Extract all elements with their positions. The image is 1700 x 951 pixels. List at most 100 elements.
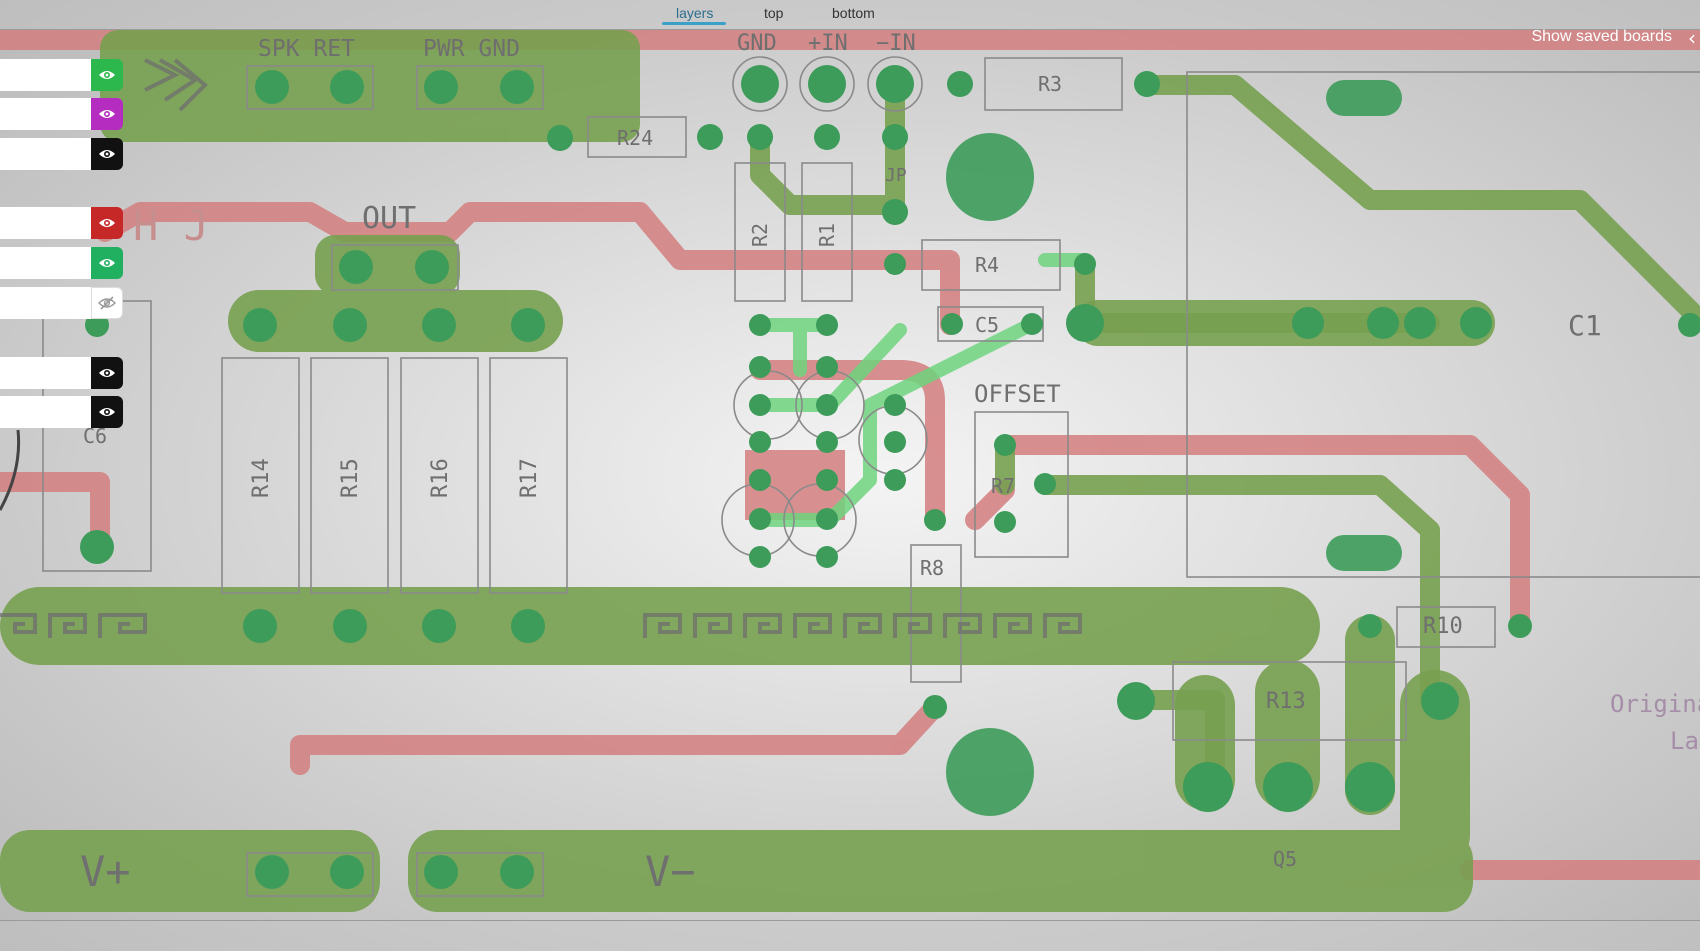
layer-name-field[interactable] bbox=[0, 396, 91, 428]
label-r17: R17 bbox=[517, 458, 542, 498]
pcb-pad bbox=[1134, 71, 1160, 97]
top-trace bbox=[1137, 75, 1700, 330]
pcb-pad bbox=[255, 855, 289, 889]
pcb-pad bbox=[1345, 762, 1395, 812]
label-jp: JP bbox=[885, 165, 907, 186]
pcb-pad bbox=[424, 70, 458, 104]
pcb-pad bbox=[424, 855, 458, 889]
top-copper-pour bbox=[1400, 670, 1470, 870]
label-r14: R14 bbox=[249, 458, 274, 498]
layer-row bbox=[0, 207, 123, 239]
show-saved-boards-button[interactable]: Show saved boards bbox=[1531, 28, 1672, 45]
pcb-pad bbox=[816, 394, 838, 416]
tab-top[interactable]: top bbox=[764, 5, 784, 21]
tab-layers[interactable]: layers bbox=[676, 5, 714, 21]
silk-outline bbox=[799, 56, 855, 112]
silk-outline bbox=[489, 357, 568, 594]
pcb-pad bbox=[882, 199, 908, 225]
pcb-pad bbox=[747, 124, 773, 150]
pcb-pad bbox=[814, 124, 840, 150]
pcb-pad bbox=[749, 431, 771, 453]
pcb-pad bbox=[816, 431, 838, 453]
label-gnd: GND bbox=[737, 31, 777, 56]
pcb-pad bbox=[333, 609, 367, 643]
silk-outline bbox=[587, 116, 687, 158]
pcb-pad bbox=[1117, 682, 1155, 720]
pcb-pad bbox=[924, 509, 946, 531]
label-r10: R10 bbox=[1423, 614, 1463, 639]
label-r16: R16 bbox=[428, 458, 453, 498]
eye-icon[interactable] bbox=[91, 396, 123, 428]
eye-icon[interactable] bbox=[91, 247, 123, 279]
silk-arc bbox=[0, 429, 21, 511]
label-q5: Q5 bbox=[1273, 847, 1297, 871]
pcb-pad bbox=[816, 546, 838, 568]
silk-outline bbox=[1396, 606, 1496, 648]
pcb-pad bbox=[884, 394, 906, 416]
pcb-pad bbox=[511, 308, 545, 342]
layer-name-field[interactable] bbox=[0, 59, 91, 91]
pcb-pad bbox=[1358, 614, 1382, 638]
pcb-pad bbox=[547, 125, 573, 151]
silk-meander bbox=[0, 613, 147, 638]
pcb-pad bbox=[85, 313, 109, 337]
label-v-minus: V− bbox=[645, 847, 696, 896]
label-r15: R15 bbox=[338, 458, 363, 498]
eye-icon[interactable] bbox=[91, 138, 123, 170]
top-trace bbox=[1035, 475, 1440, 710]
pcb-pad bbox=[1021, 313, 1043, 335]
layer-name-field[interactable] bbox=[0, 98, 91, 130]
bottom-status-bar bbox=[0, 920, 1700, 951]
label-plus-in: +IN bbox=[808, 31, 848, 56]
label-r3: R3 bbox=[1038, 72, 1062, 96]
pcb-pad bbox=[1404, 307, 1436, 339]
mounting-hole bbox=[946, 133, 1034, 221]
pcb-pad bbox=[243, 609, 277, 643]
pcb-pad bbox=[749, 508, 771, 530]
pcb-pad bbox=[947, 71, 973, 97]
label-out: OUT bbox=[362, 201, 416, 236]
pcb-pad bbox=[330, 855, 364, 889]
layer-row bbox=[0, 287, 123, 319]
label-r13: R13 bbox=[1266, 689, 1306, 714]
chevron-left-icon[interactable]: ‹ bbox=[1688, 26, 1696, 50]
tab-bottom[interactable]: bottom bbox=[832, 5, 875, 21]
bottom-trace bbox=[0, 472, 110, 555]
pcb-pad bbox=[1460, 307, 1492, 339]
pcb-pad bbox=[1263, 762, 1313, 812]
top-copper-pour bbox=[100, 30, 640, 142]
pcb-pad bbox=[882, 124, 908, 150]
eye-icon[interactable] bbox=[91, 98, 123, 130]
layer-name-field[interactable] bbox=[0, 287, 91, 319]
eye-off-icon[interactable] bbox=[91, 287, 123, 319]
silk-outline bbox=[331, 244, 459, 291]
pcb-pad bbox=[749, 394, 771, 416]
layer-name-field[interactable] bbox=[0, 207, 91, 239]
pcb-pad bbox=[941, 313, 963, 335]
top-trace bbox=[1125, 690, 1225, 800]
eye-icon[interactable] bbox=[91, 207, 123, 239]
layer-row bbox=[0, 247, 123, 279]
label-r8: R8 bbox=[920, 556, 944, 580]
pcb-pad bbox=[697, 124, 723, 150]
pcb-pad bbox=[1508, 614, 1532, 638]
label-r24: R24 bbox=[617, 126, 653, 150]
eye-icon[interactable] bbox=[91, 357, 123, 389]
layer-row bbox=[0, 98, 123, 130]
layer-row bbox=[0, 357, 123, 389]
pcb-pad bbox=[500, 855, 534, 889]
pcb-pad bbox=[330, 70, 364, 104]
layer-name-field[interactable] bbox=[0, 138, 91, 170]
label-original: Original bbox=[1610, 690, 1700, 718]
pcb-pad bbox=[80, 530, 114, 564]
eye-icon[interactable] bbox=[91, 59, 123, 91]
pcb-pad bbox=[749, 469, 771, 491]
pcb-pad bbox=[255, 70, 289, 104]
pcb-pad bbox=[422, 609, 456, 643]
layer-name-field[interactable] bbox=[0, 357, 91, 389]
layer-name-field[interactable] bbox=[0, 247, 91, 279]
oval-pad bbox=[1326, 535, 1402, 571]
silk-outline bbox=[310, 357, 389, 594]
pcb-pad bbox=[422, 308, 456, 342]
